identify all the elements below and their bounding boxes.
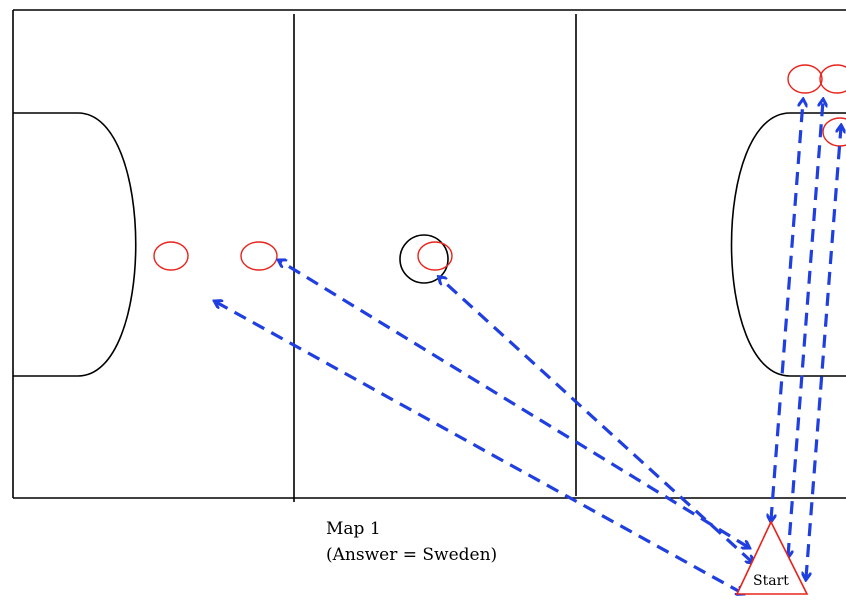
arrow-start-to-left-third [280, 261, 748, 547]
start-marker: Start [735, 520, 809, 595]
marker-left-third [240, 241, 278, 271]
start-triangle [735, 520, 809, 595]
map-answer: (Answer = Sweden) [326, 545, 498, 565]
arrow-start-to-centre [440, 278, 752, 562]
map-title: Map 1 [326, 519, 381, 539]
arrow-start-to-right-top-1 [771, 101, 803, 520]
map-caption: Map 1 (Answer = Sweden) [326, 516, 497, 568]
movement-arrows [216, 101, 841, 593]
marker-right-top-2 [819, 64, 846, 94]
arrow-start-to-right-top-2 [788, 101, 823, 556]
start-label: Start [753, 573, 789, 589]
left-goal-circle [13, 112, 137, 377]
court-lines [12, 9, 846, 502]
marker-right-top-1 [787, 64, 823, 94]
right-goal-circle [730, 112, 846, 377]
marker-left-goal-circle [153, 241, 189, 271]
marker-right-top-3 [822, 117, 846, 147]
arrow-start-to-right-top-3 [806, 127, 841, 578]
marker-centre [417, 241, 453, 271]
